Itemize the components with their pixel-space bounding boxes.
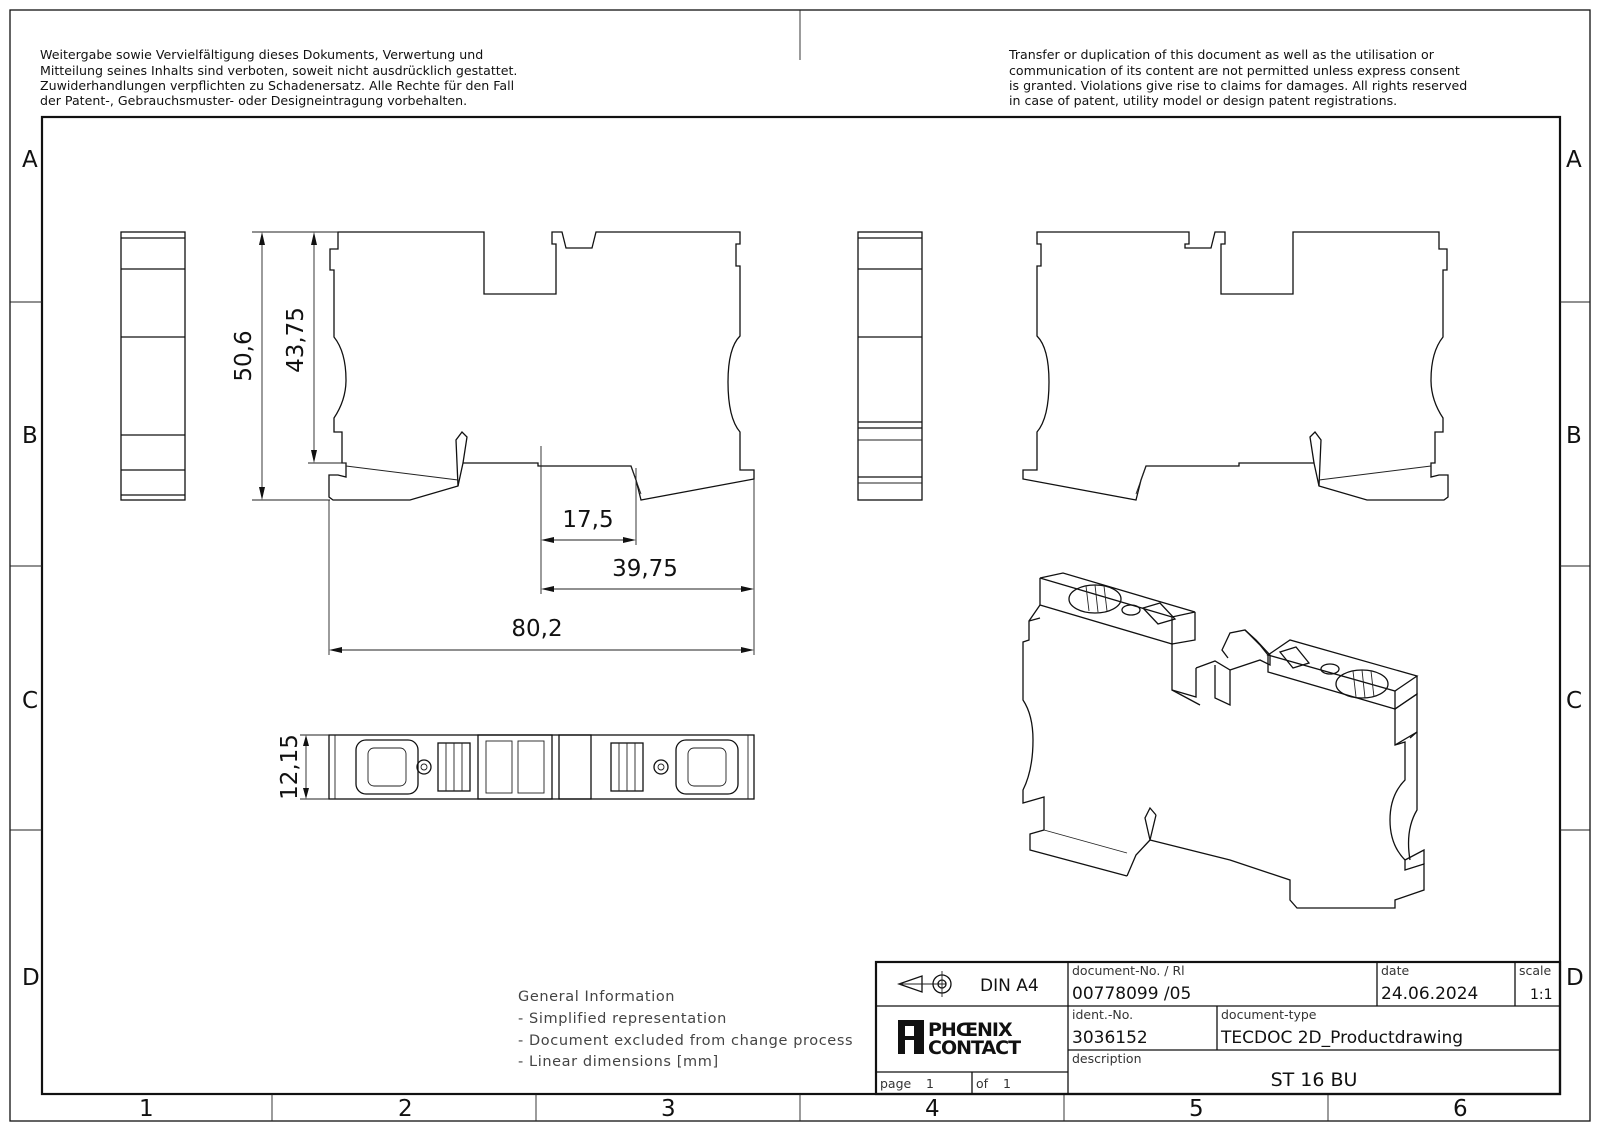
tb-ident: 3036152 [1072,1028,1148,1048]
row-label-a-right: A [1566,147,1582,173]
row-label-c-left: C [22,688,38,714]
dim-height-total: 50,6 [231,330,257,381]
title-block: PHŒNIX CONTACT DIN A4 document-No. / Rl … [874,960,1562,1096]
tb-page-total: 1 [1003,1076,1011,1091]
notice-english-line-1: Transfer or duplication of this document… [1008,47,1435,62]
general-info-title: General Information [518,989,675,1005]
side-view-main [328,231,755,501]
dimension-thickness [300,734,329,800]
col-label-5: 5 [1189,1096,1204,1122]
dim-width-total: 80,2 [511,616,562,642]
row-label-d-right: D [1566,965,1584,991]
general-information: General Information - Simplified represe… [518,989,853,1070]
notice-german-line-2: Mitteilung seines Inhalts sind verboten,… [40,63,517,78]
row-labels: A B C D A B C D [22,147,1584,991]
row-grid-ticks [10,301,1590,831]
tb-ident-label: ident.-No. [1072,1007,1133,1022]
row-label-b-left: B [22,423,38,449]
dim-thickness: 12,15 [277,734,303,800]
outer-border [9,9,1591,1122]
tb-description-label: description [1072,1051,1142,1066]
tb-of-label: of [976,1076,989,1091]
tb-document-no: 00778099 /05 [1072,984,1191,1004]
projection-symbol-icon [897,971,952,997]
general-info-item-2: - Document excluded from change process [518,1033,853,1049]
notice-english-line-3: is granted. Violations give rise to clai… [1009,78,1467,93]
dimensions-side-view [252,231,755,655]
row-label-c-right: C [1566,688,1582,714]
notice-english-line-4: in case of patent, utility model or desi… [1009,93,1397,108]
col-label-1: 1 [139,1096,154,1122]
col-label-3: 3 [661,1096,676,1122]
notice-english: Transfer or duplication of this document… [1008,47,1467,108]
tb-scale: 1:1 [1530,987,1553,1003]
drawing-frame [40,115,1562,1096]
column-labels: 1 2 3 4 5 6 [139,1096,1468,1122]
side-view-mirrored [1022,231,1449,501]
col-label-6: 6 [1453,1096,1468,1122]
tb-date-label: date [1381,963,1409,978]
dim-height-inner: 43,75 [283,307,309,373]
end-view-left [120,231,186,501]
tb-doctype: TECDOC 2D_Productdrawing [1220,1028,1463,1048]
col-label-2: 2 [398,1096,413,1122]
column-grid-ticks [271,1094,1329,1121]
notice-german-line-3: Zuwiderhandlungen verpflichten zu Schade… [40,78,514,93]
general-info-item-3: - Linear dimensions [mm] [518,1054,719,1070]
dim-width-17-5: 17,5 [562,507,613,533]
tb-description: ST 16 BU [1271,1069,1358,1091]
logo-line-2: CONTACT [928,1037,1021,1059]
tb-page-number: 1 [926,1076,934,1091]
tb-format: DIN A4 [980,976,1039,996]
isometric-view [1022,572,1425,909]
notice-german-line-1: Weitergabe sowie Vervielfältigung dieses… [40,47,483,62]
row-label-b-right: B [1566,423,1582,449]
notice-german: Weitergabe sowie Vervielfältigung dieses… [40,47,517,108]
end-view-right [857,231,923,501]
logo-line-1: PHŒNIX [928,1019,1013,1041]
tb-doctype-label: document-type [1221,1007,1317,1022]
tb-page-label: page [880,1076,912,1091]
dim-width-39-75: 39,75 [612,556,678,582]
notice-english-line-2: communication of its content are not per… [1009,63,1460,78]
row-label-a-left: A [22,147,38,173]
row-label-d-left: D [22,965,40,991]
tb-document-no-label: document-No. / Rl [1072,963,1185,978]
top-view [328,734,755,800]
notice-german-line-4: der Patent-, Gebrauchsmuster- oder Desig… [40,93,467,108]
tb-scale-label: scale [1519,963,1552,978]
phoenix-contact-logo: PHŒNIX CONTACT [898,1019,1022,1059]
tb-date: 24.06.2024 [1381,984,1478,1004]
general-info-item-1: - Simplified representation [518,1011,727,1027]
col-label-4: 4 [925,1096,940,1122]
